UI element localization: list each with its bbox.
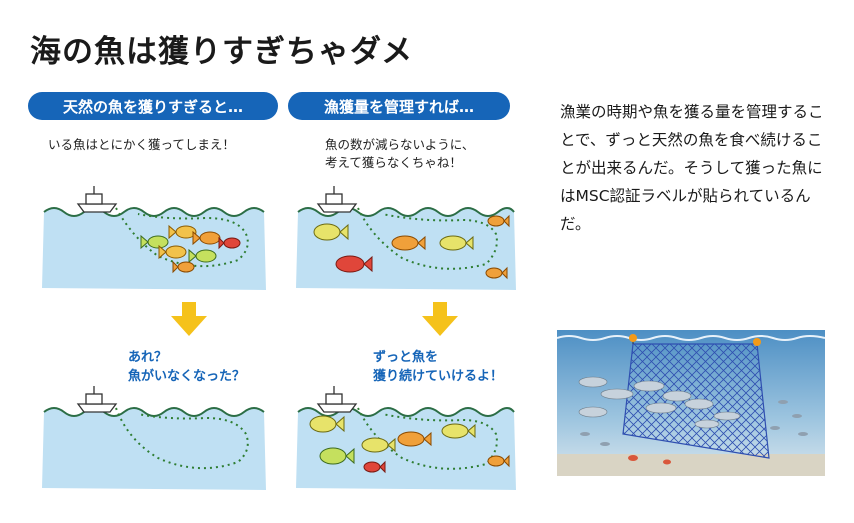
managed-result-line2: 獲り続けていけるよ！ [373, 369, 504, 384]
managed-result-line1: ずっと魚を [373, 350, 439, 365]
managed-fishing-caption: 魚の数が減らないように、 考えて獲らなくちゃね！ [325, 136, 474, 172]
managed-caption-line2: 考えて獲らなくちゃね！ [325, 155, 462, 170]
overfishing-scene-after [42, 386, 266, 490]
fishing-boat-icon [76, 386, 118, 413]
fishing-boat-icon [316, 186, 358, 213]
overfishing-result-line2: 魚がいなくなった？ [128, 369, 246, 384]
msc-description: 漁業の時期や魚を獲る量を管理することで、ずっと天然の魚を食べ続けることが出来るん… [560, 103, 824, 233]
fishing-net-illustration [557, 330, 825, 476]
overfishing-result-line1: あれ？ [128, 350, 168, 365]
overfishing-result: あれ？ 魚がいなくなった？ [128, 348, 245, 386]
fishing-boat-icon [76, 186, 118, 213]
crab-icon [628, 455, 671, 465]
managed-scene-after [296, 386, 516, 490]
overfishing-heading: 天然の魚を獲りすぎると… [28, 92, 278, 120]
fish-group-icon [313, 214, 510, 280]
overfishing-caption: いる魚はとにかく獲ってしまえ！ [48, 137, 235, 152]
managed-caption-line1: 魚の数が減らないように、 [325, 137, 475, 152]
managed-scene-before [296, 186, 516, 290]
fish-group-icon [309, 415, 510, 474]
managed-fishing-heading: 漁獲量を管理すれば… [288, 92, 510, 120]
down-arrow-icon [422, 302, 458, 336]
managed-fishing-heading-label: 漁獲量を管理すれば… [323, 97, 474, 116]
fish-group-icon [140, 224, 241, 274]
page-title: 海の魚は獲りすぎちゃダメ [30, 34, 414, 70]
overfishing-heading-label: 天然の魚を獲りすぎると… [62, 97, 243, 116]
managed-fishing-result: ずっと魚を 獲り続けていけるよ！ [373, 348, 503, 386]
down-arrow-icon [171, 302, 207, 336]
overfishing-scene-before [42, 186, 266, 290]
fishing-boat-icon [316, 386, 358, 413]
fish-school-icon [578, 376, 808, 446]
